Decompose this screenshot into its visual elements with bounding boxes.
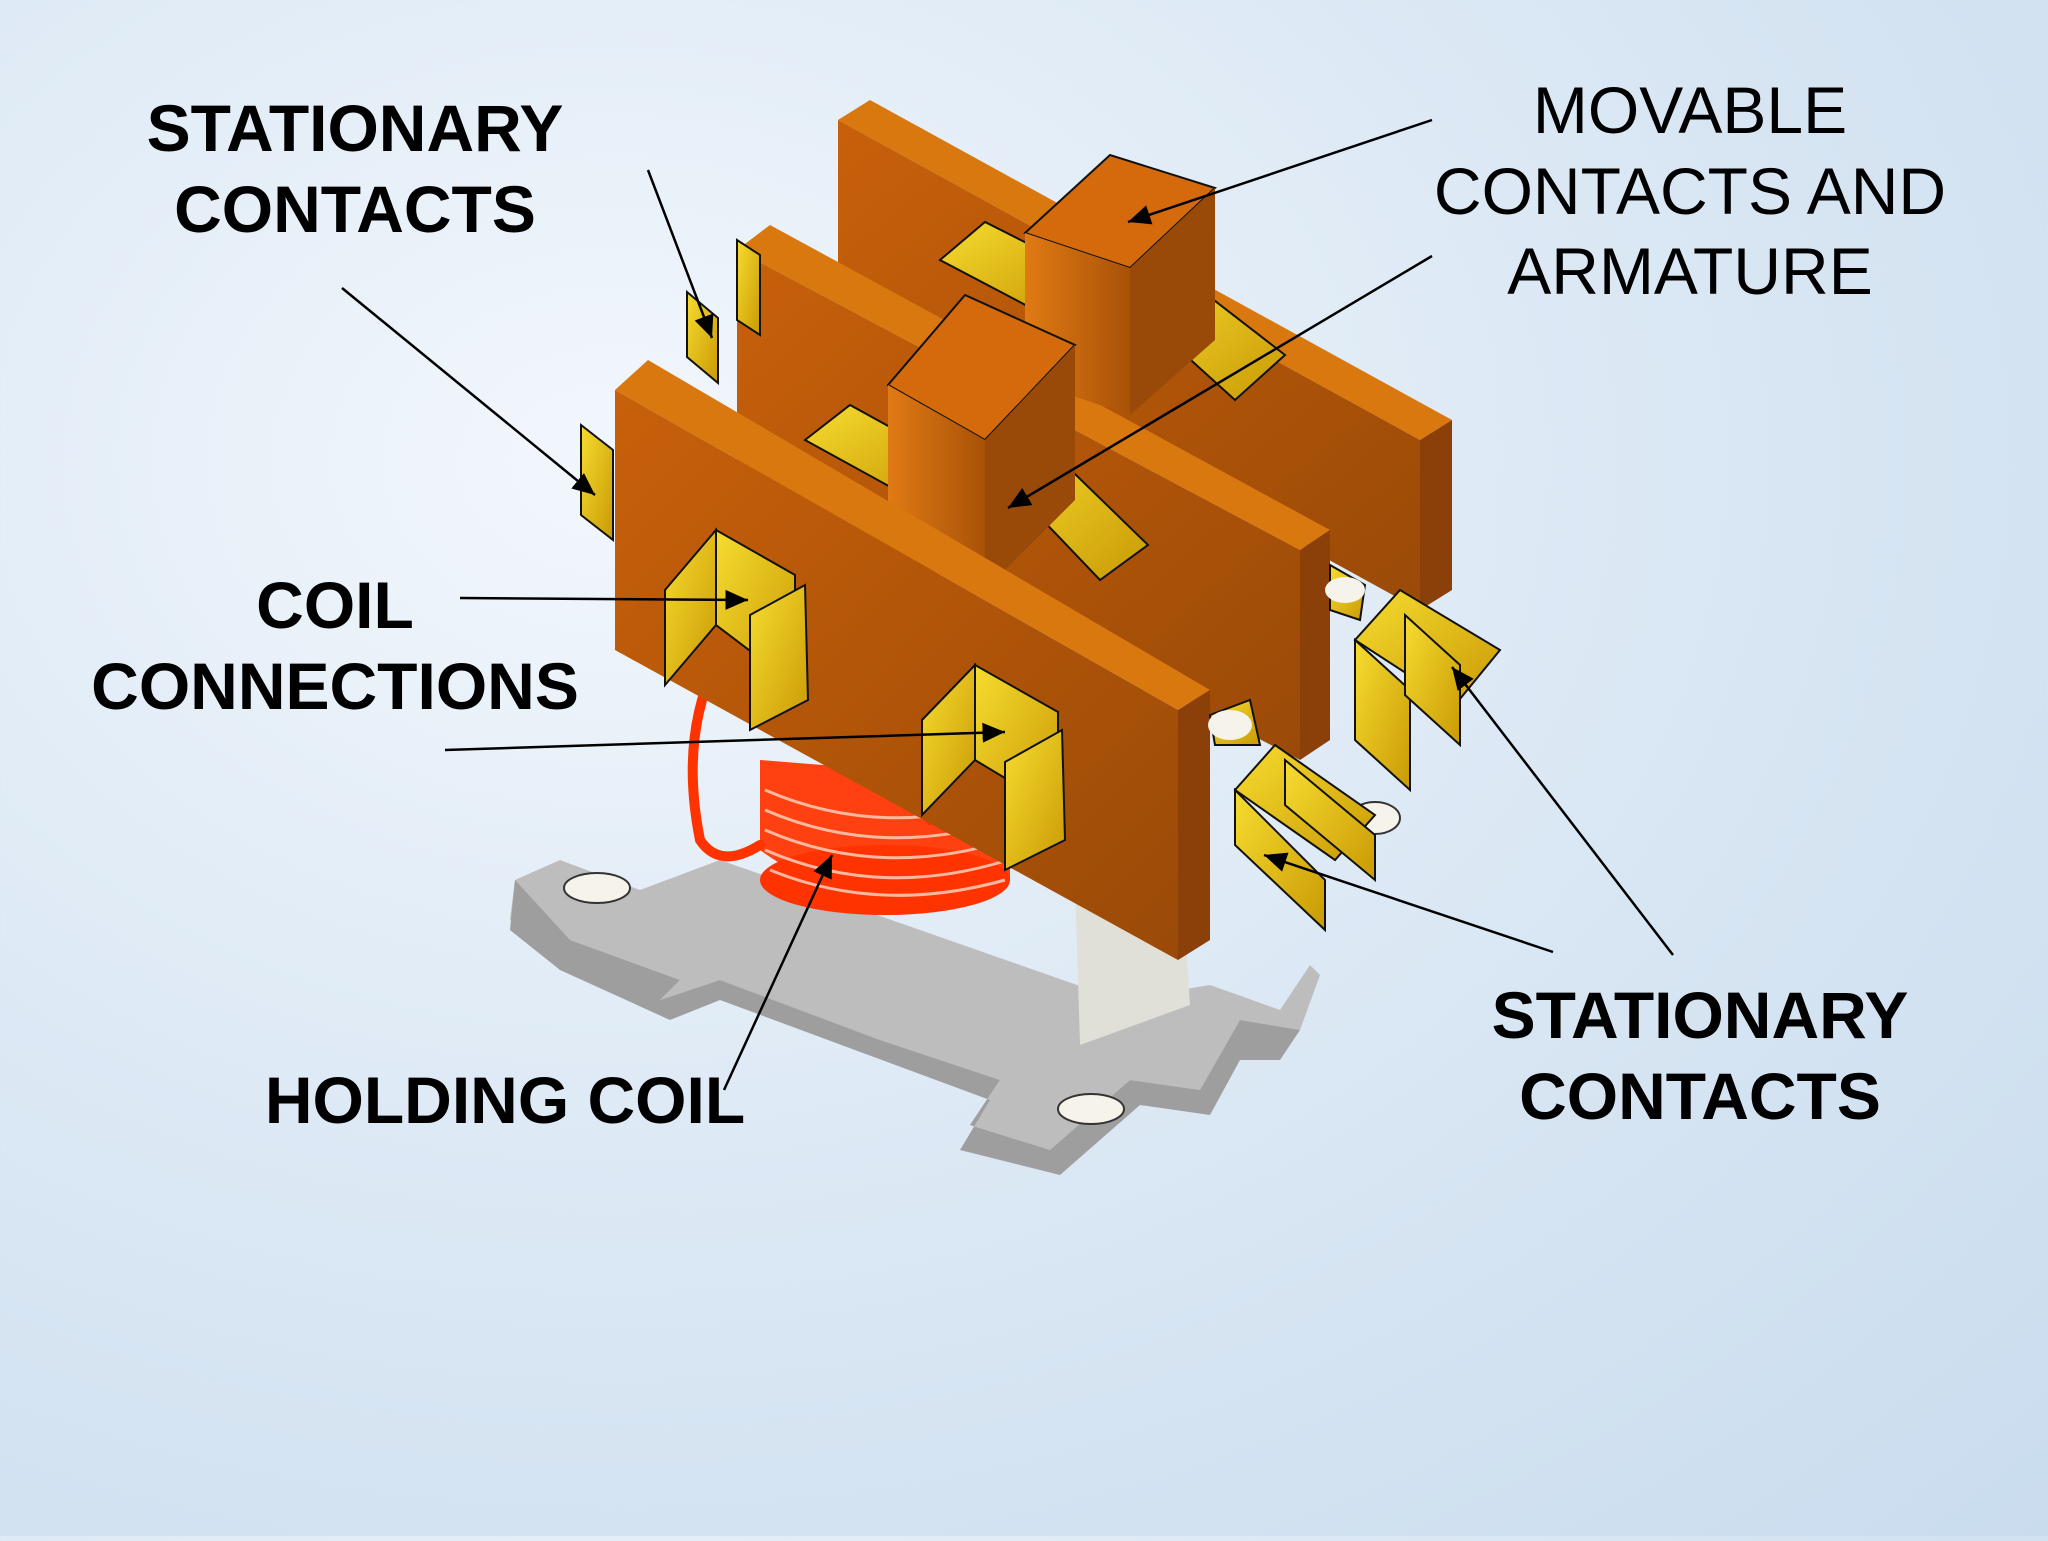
coil-lead bbox=[687, 660, 765, 862]
label-line: CONTACTS bbox=[174, 171, 536, 246]
label-movable-contacts: MOVABLE CONTACTS AND ARMATURE bbox=[1400, 70, 1980, 312]
label-stationary-contacts-top: STATIONARY CONTACTS bbox=[100, 88, 610, 249]
leader-line bbox=[1007, 254, 1433, 510]
label-line: CONNECTIONS bbox=[91, 648, 579, 723]
leader-line bbox=[1451, 666, 1674, 956]
mounting-hole bbox=[563, 872, 631, 904]
coil-terminal bbox=[921, 662, 1067, 872]
label-line: HOLDING COIL bbox=[264, 1063, 746, 1137]
label-line: STATIONARY bbox=[1491, 978, 1909, 1052]
label-coil-connections: COIL CONNECTIONS bbox=[70, 565, 600, 726]
label-line: MOVABLE bbox=[1532, 73, 1848, 147]
stationary-contact bbox=[736, 238, 761, 337]
leader-line bbox=[1263, 852, 1554, 954]
label-line: COIL bbox=[256, 568, 414, 642]
label-line: CONTACTS bbox=[1519, 1058, 1881, 1133]
leader-lines bbox=[341, 118, 1674, 1091]
label-holding-coil: HOLDING COIL bbox=[235, 1060, 775, 1141]
label-line: CONTACTS AND bbox=[1433, 153, 1947, 228]
label-stationary-contacts-bottom: STATIONARY CONTACTS bbox=[1450, 975, 1950, 1136]
leader-line bbox=[341, 287, 596, 496]
stationary-contact bbox=[686, 289, 719, 386]
mounting-hole bbox=[1057, 1093, 1125, 1125]
leader-line bbox=[444, 722, 1006, 752]
leader-line bbox=[1127, 118, 1433, 225]
stationary-contact bbox=[580, 422, 614, 543]
coil-terminal bbox=[664, 527, 810, 732]
label-line: ARMATURE bbox=[1507, 234, 1873, 309]
leader-line bbox=[459, 589, 749, 610]
leader-line bbox=[722, 854, 834, 1091]
label-line: STATIONARY bbox=[146, 91, 564, 165]
armature-crossbar bbox=[1023, 153, 1217, 415]
leader-line bbox=[646, 169, 714, 339]
